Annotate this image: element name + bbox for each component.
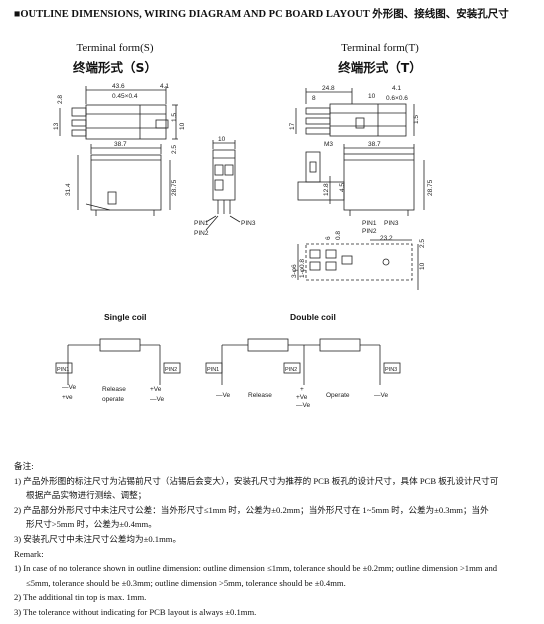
notes-label-cn: 备注: xyxy=(14,461,34,471)
dim-s-4: 2.8 xyxy=(57,95,64,104)
section-title: ■OUTLINE DIMENSIONS, WIRING DIAGRAM AND … xyxy=(14,9,509,20)
single-release: Release xyxy=(102,386,126,393)
dim-s-5: 13 xyxy=(53,122,60,130)
s-form-front-view xyxy=(77,144,171,216)
double-r-ve: —Ve xyxy=(374,392,388,399)
dim-t-11: 12.8 xyxy=(323,183,330,196)
double-release: Release xyxy=(248,392,272,399)
dim-t-2: 4.1 xyxy=(392,85,401,92)
dim-t-3: 8 xyxy=(312,95,316,102)
single-plus-ve: +ve xyxy=(62,394,73,401)
t-form-pcb-layout xyxy=(297,239,419,290)
dim-t-10: 28.75 xyxy=(427,179,434,196)
dim-s-6: 1.5 xyxy=(171,113,178,122)
dim-t-1: 24.8 xyxy=(322,85,335,92)
double-coil-title: Double coil xyxy=(290,312,336,322)
dim-t-9: 38.7 xyxy=(368,141,381,148)
dim-t-18: 1-φ0.8 xyxy=(299,259,306,278)
dim-s-8: 38.7 xyxy=(114,141,127,148)
double-minus-ve: —Ve xyxy=(296,402,310,409)
double-coil-diagram xyxy=(205,338,401,385)
pin2-t: PIN2 xyxy=(362,228,377,235)
dim-t-15: 0.8 xyxy=(335,231,342,240)
double-plus-ve: +Ve xyxy=(296,394,308,401)
terminal-form-s-label: Terminal form(S) xyxy=(76,42,154,54)
note-cn-2b: 形尺寸>5mm 时，公差为±0.4mm。 xyxy=(26,519,157,530)
terminal-form-t-label: Terminal form(T) xyxy=(341,42,419,54)
remark-1: 1) In case of no tolerance shown in outl… xyxy=(14,563,498,574)
single-coil-diagram xyxy=(55,338,181,385)
dim-t-6: 17 xyxy=(289,122,296,130)
single-coil-title: Single coil xyxy=(104,312,147,322)
remark-1b: ≤5mm, tolerance should be ±0.3mm; outlin… xyxy=(26,577,346,588)
dim-t-7: 1.5 xyxy=(413,115,420,124)
dim-mid-1: 10 xyxy=(218,136,226,143)
note-cn-1b: 根据产品实物进行测绘、调整； xyxy=(26,490,147,501)
double-operate: Operate xyxy=(326,392,350,399)
pin3-mid: PIN3 xyxy=(241,220,256,227)
dim-t-13: 23.2 xyxy=(380,235,393,242)
pin3-t: PIN3 xyxy=(384,220,399,227)
dim-s-2: 4.1 xyxy=(160,83,169,90)
dim-t-16: 10 xyxy=(419,262,426,270)
double-pin2: PIN2 xyxy=(285,367,297,373)
dim-s-10: 31.4 xyxy=(65,183,72,196)
pin1-t: PIN1 xyxy=(362,220,377,227)
dim-s-3: 0.45×0.4 xyxy=(112,93,138,100)
side-view xyxy=(205,140,241,231)
dim-t-17: 3-φ6 xyxy=(291,264,298,278)
s-form-top-view xyxy=(59,86,178,140)
remark-3: 3) The tolerance without indicating for … xyxy=(14,606,257,617)
dim-t-5: 0.6×0.6 xyxy=(386,95,408,102)
terminal-form-t-cn: 终端形式（T） xyxy=(338,60,422,75)
double-plus: + xyxy=(300,386,304,393)
notes-section: 备注: 1) 产品外形图的标注尺寸为沾锡前尺寸（沾锡后会变大），安装孔尺寸为推荐… xyxy=(14,459,534,620)
dim-s-7: 10 xyxy=(179,122,186,130)
terminal-form-s-cn: 终端形式（S） xyxy=(72,60,157,75)
dim-s-11: 28.75 xyxy=(171,179,178,196)
t-form-front-view xyxy=(297,144,425,216)
single-minus-ve: —Ve xyxy=(62,384,76,391)
double-pin3: PIN3 xyxy=(385,367,397,373)
double-l-ve: —Ve xyxy=(216,392,230,399)
dim-t-14: 6 xyxy=(325,236,332,240)
dim-s-9: 2.5 xyxy=(171,145,178,154)
double-pin1: PIN1 xyxy=(207,367,219,373)
note-cn-2: 2) 产品部分外形尺寸中未注尺寸公差：当外形尺寸≤1mm 时，公差为±0.2mm… xyxy=(14,504,489,515)
dim-t-19: 2.5 xyxy=(419,239,426,248)
single-pin2: PIN2 xyxy=(165,367,177,373)
single-r-minus: —Ve xyxy=(150,396,164,403)
dim-t-4: 10 xyxy=(368,93,376,100)
single-r-plus: +Ve xyxy=(150,386,162,393)
single-operate: operate xyxy=(102,396,124,403)
single-pin1: PIN1 xyxy=(57,367,69,373)
note-cn-1: 1) 产品外形图的标注尺寸为沾锡前尺寸（沾锡后会变大），安装孔尺寸为推荐的 PC… xyxy=(14,475,499,486)
remark-label: Remark: xyxy=(14,548,44,559)
wiring-diagrams: PIN1 PIN2 PIN1 PIN2 PIN3 —Ve +ve Release… xyxy=(55,338,401,409)
dim-t-8: M3 xyxy=(324,141,333,148)
pin2-mid: PIN2 xyxy=(194,230,209,237)
outline-drawings: 43.6 4.1 0.45×0.4 2.8 13 1.5 10 38.7 2.5… xyxy=(53,83,434,290)
dim-s-1: 43.6 xyxy=(112,83,125,90)
t-form-top-view xyxy=(295,88,415,137)
dim-t-12: 4.5 xyxy=(339,183,346,192)
pin1-mid: PIN1 xyxy=(194,220,209,227)
remark-2: 2) The additional tin top is max. 1mm. xyxy=(14,592,147,603)
note-cn-3: 3) 安装孔尺寸中未注尺寸公差均为±0.1mm。 xyxy=(14,533,182,544)
